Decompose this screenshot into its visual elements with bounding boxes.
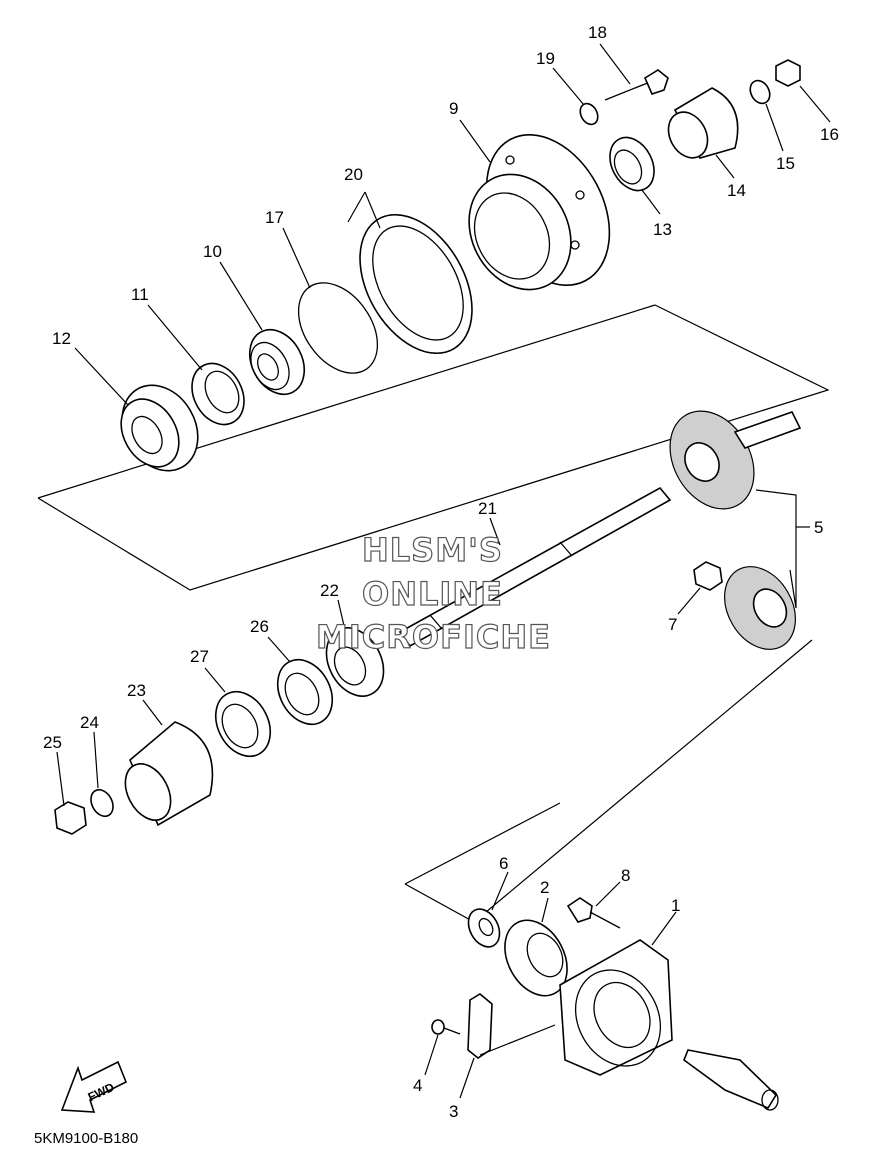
callout-21: 21 xyxy=(478,499,497,518)
callout-13: 13 xyxy=(653,220,672,239)
callout-4: 4 xyxy=(413,1076,422,1095)
callout-3: 3 xyxy=(449,1102,458,1121)
part-13-oil-seal xyxy=(609,136,655,192)
part-14-collar xyxy=(667,87,739,159)
callout-12: 12 xyxy=(52,329,71,348)
callout-8: 8 xyxy=(621,866,630,885)
part-11-lock-washer xyxy=(191,362,245,426)
callout-27: 27 xyxy=(190,647,209,666)
callout-26: 26 xyxy=(250,617,269,636)
assembly-outline-lower-edge xyxy=(404,802,561,885)
callout-9: 9 xyxy=(449,99,458,118)
assembly-outline-upper-edge xyxy=(37,304,656,499)
callout-6: 6 xyxy=(499,854,508,873)
callout-11: 11 xyxy=(131,285,149,304)
part-27-oil-seal xyxy=(214,690,272,758)
callout-24: 24 xyxy=(80,713,99,732)
part-2-bearing xyxy=(504,919,568,997)
callout-25: 25 xyxy=(43,733,62,752)
part-18-bolt xyxy=(604,69,669,101)
part-6-shim xyxy=(467,908,501,948)
part-5-gear-set xyxy=(669,410,802,650)
part-4-screw xyxy=(431,1019,461,1035)
part-10-ball-bearing xyxy=(248,328,306,396)
part-splined-shaft xyxy=(683,1049,779,1111)
callout-15: 15 xyxy=(776,154,795,173)
part-8-bolt xyxy=(566,897,621,929)
part-15-washer xyxy=(749,79,771,105)
callout-1: 1 xyxy=(671,896,680,915)
callout-17: 17 xyxy=(265,208,284,227)
part-19-washer xyxy=(579,102,599,126)
part-24-washer xyxy=(90,788,114,818)
watermark-line-1: HLSM'S xyxy=(362,531,503,569)
part-22-bearing xyxy=(325,627,385,697)
part-3-plate xyxy=(467,993,493,1059)
callout-22: 22 xyxy=(320,581,339,600)
watermark-line-2: ONLINE xyxy=(362,575,503,613)
callout-16: 16 xyxy=(820,125,839,144)
callout-19: 19 xyxy=(536,49,555,68)
assembly-line-3-to-1 xyxy=(479,1024,556,1056)
callout-5: 5 xyxy=(814,518,823,537)
assembly-outline-upper xyxy=(37,304,830,591)
part-23-collar xyxy=(124,721,214,827)
part-1-housing xyxy=(559,939,673,1076)
part-21-shaft xyxy=(398,486,672,648)
part-26-lock-ring xyxy=(276,658,334,726)
diagram-code: 5KM9100-B180 xyxy=(34,1130,138,1147)
part-9-bearing-housing xyxy=(468,133,611,291)
callout-23: 23 xyxy=(127,681,146,700)
fwd-arrow-icon: FWD xyxy=(60,1060,128,1113)
part-20-shim xyxy=(359,213,473,355)
part-7-nut xyxy=(693,561,723,591)
part-12-bearing xyxy=(120,384,199,472)
callout-10: 10 xyxy=(203,242,222,261)
watermark-line-3: MICROFICHE xyxy=(316,618,551,656)
part-25-nut xyxy=(54,801,87,835)
callout-7: 7 xyxy=(668,615,677,634)
callout-14: 14 xyxy=(727,181,746,200)
callout-20: 20 xyxy=(344,165,363,184)
part-16-nut xyxy=(775,59,801,87)
callout-2: 2 xyxy=(540,878,549,897)
leader-lines xyxy=(56,43,831,1099)
callout-18: 18 xyxy=(588,23,607,42)
assembly-outline-lower xyxy=(404,639,813,923)
